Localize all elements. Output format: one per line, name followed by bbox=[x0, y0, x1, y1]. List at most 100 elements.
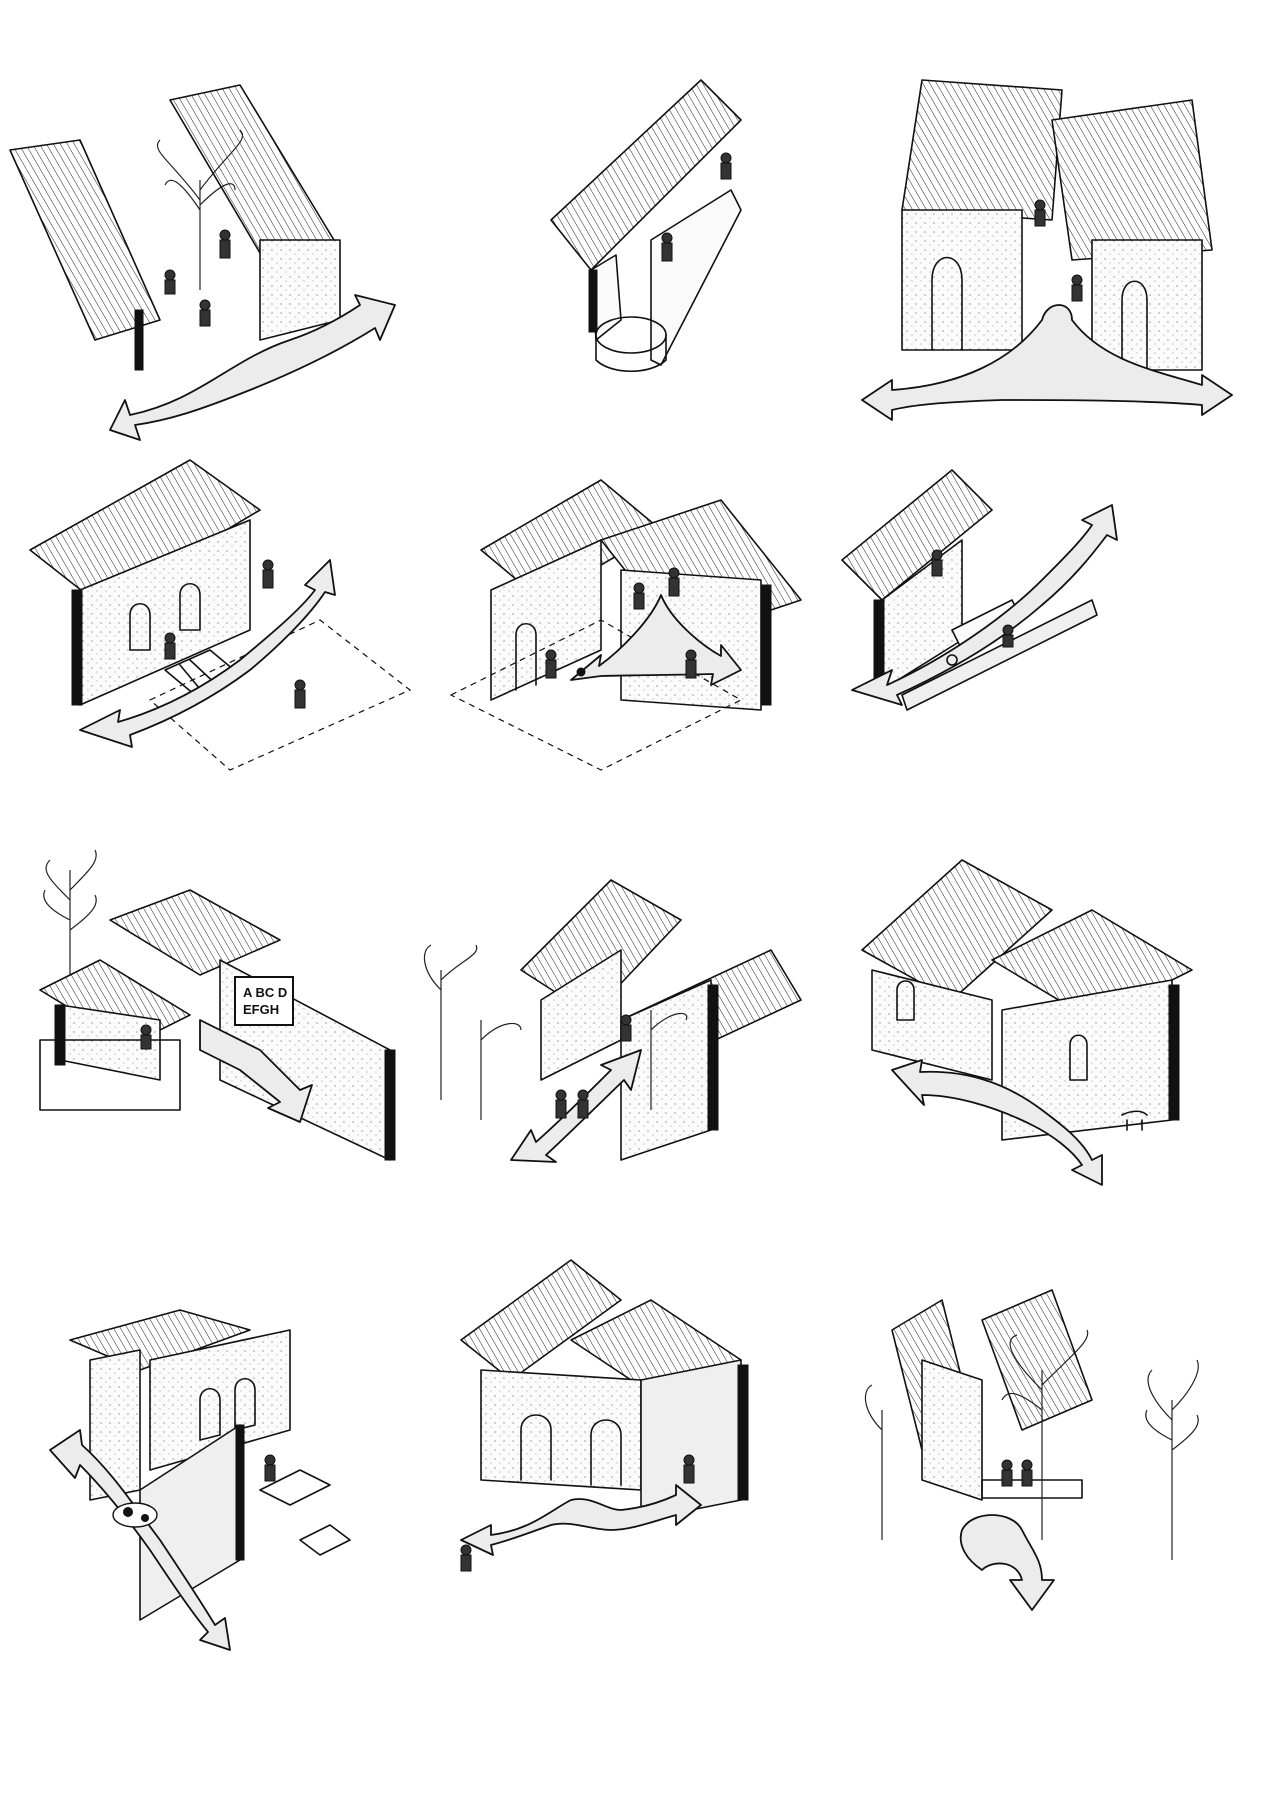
banana-tree-right bbox=[650, 1010, 688, 1110]
wall-edge bbox=[707, 984, 719, 1131]
flow-arrow bbox=[510, 1049, 642, 1163]
panel-cow-and-tables bbox=[0, 1240, 421, 1690]
panel-hopscotch-yard bbox=[0, 440, 421, 890]
child-figure-4 bbox=[685, 649, 697, 679]
shelves bbox=[39, 1039, 181, 1111]
child-figure-2 bbox=[1002, 624, 1014, 648]
banana-trees-left bbox=[423, 944, 522, 1120]
tree bbox=[43, 849, 97, 1010]
long-wall-edge bbox=[384, 1049, 396, 1161]
child-figure-1 bbox=[931, 549, 943, 577]
shelf-niches bbox=[199, 1377, 256, 1441]
ball bbox=[576, 667, 586, 677]
flow-arrow bbox=[109, 294, 396, 441]
wall-edge bbox=[588, 269, 598, 333]
flow-arrow bbox=[79, 559, 336, 748]
child-figure-2 bbox=[683, 1454, 695, 1484]
yard-outline bbox=[449, 619, 743, 771]
roof bbox=[841, 469, 993, 601]
child-figure-1 bbox=[555, 1089, 567, 1119]
child-figure-1 bbox=[262, 559, 274, 589]
board-text-line2: EFGH bbox=[243, 1002, 279, 1017]
flow-arrow bbox=[199, 1019, 313, 1123]
child-figure-3 bbox=[545, 649, 557, 679]
child-figure-2 bbox=[1071, 274, 1083, 302]
child-figure-1 bbox=[1034, 199, 1046, 227]
dog bbox=[1121, 1110, 1148, 1131]
wall-edge bbox=[134, 309, 144, 371]
child-figure-1 bbox=[1001, 1459, 1013, 1487]
panel-play-yard bbox=[421, 440, 842, 890]
gateway-wall bbox=[480, 1369, 642, 1491]
roof-left bbox=[460, 1259, 622, 1381]
roof-right bbox=[981, 1289, 1093, 1431]
roof-left bbox=[901, 79, 1063, 221]
well-body bbox=[595, 334, 667, 373]
flow-arrow bbox=[460, 1484, 702, 1556]
child-figure-3 bbox=[199, 299, 211, 327]
wall-edge bbox=[737, 1364, 749, 1501]
house-left-wall bbox=[490, 539, 602, 701]
child-figure-1 bbox=[668, 567, 680, 597]
child-figure-1 bbox=[661, 232, 673, 262]
panel-bench-trees bbox=[842, 1240, 1263, 1690]
child-figure-1 bbox=[460, 1544, 472, 1572]
flow-arrow bbox=[861, 304, 1233, 421]
child-figure-1 bbox=[164, 269, 176, 295]
banana-tree-left bbox=[864, 1384, 883, 1540]
tree bbox=[1145, 1359, 1199, 1560]
panel-classroom-board: A BC D EFGH bbox=[0, 840, 421, 1290]
cow bbox=[112, 1502, 158, 1528]
house-wall bbox=[921, 1359, 983, 1501]
child-figure-2 bbox=[1021, 1459, 1033, 1487]
roof-left bbox=[9, 139, 161, 341]
child-figure-2 bbox=[633, 582, 645, 610]
roof-right bbox=[1051, 99, 1213, 261]
ramp-wall bbox=[650, 189, 742, 366]
flow-arrow bbox=[851, 504, 1118, 706]
wall-edge bbox=[1168, 984, 1180, 1121]
arch-door-right bbox=[1121, 280, 1148, 371]
panel-well-and-ramp bbox=[421, 40, 842, 490]
child-figure-2 bbox=[219, 229, 231, 259]
flow-arrow bbox=[891, 1059, 1103, 1186]
window-right bbox=[1069, 1034, 1088, 1081]
tables bbox=[259, 1469, 351, 1556]
child-figure-1 bbox=[140, 1024, 152, 1050]
wall-edge bbox=[71, 589, 83, 706]
child-figure-2 bbox=[164, 632, 176, 660]
panel-twin-arched-houses bbox=[842, 40, 1263, 490]
child-figure-2 bbox=[720, 152, 732, 180]
child-figure-3 bbox=[620, 1014, 632, 1042]
banana-tree bbox=[1001, 1329, 1089, 1540]
panel-chicken-path bbox=[841, 440, 1263, 890]
arch-door-left bbox=[931, 256, 963, 351]
roof-back bbox=[109, 889, 281, 976]
panel-banana-grove-passage bbox=[421, 840, 842, 1290]
child-figure-1 bbox=[264, 1454, 276, 1482]
panel-arched-gateway bbox=[421, 1240, 842, 1690]
board-text-line1: A BC D bbox=[243, 985, 287, 1000]
wall-edge bbox=[760, 584, 772, 706]
child-figure-3 bbox=[294, 679, 306, 709]
roof bbox=[29, 459, 261, 606]
arched-openings bbox=[520, 1414, 622, 1486]
arch-door bbox=[515, 622, 537, 691]
chalkboard: A BC D EFGH bbox=[234, 976, 294, 1026]
banana-tree bbox=[156, 129, 244, 290]
wall-edge bbox=[235, 1424, 245, 1561]
flow-arrow bbox=[570, 594, 742, 686]
roof bbox=[550, 79, 742, 271]
window-left bbox=[896, 980, 915, 1021]
wall-edge bbox=[54, 1004, 66, 1066]
window-right bbox=[179, 582, 201, 631]
chicken bbox=[946, 654, 958, 666]
window-left bbox=[129, 602, 151, 651]
panel-courtyard-banana-tree bbox=[0, 40, 421, 490]
flow-arrow bbox=[959, 1514, 1055, 1611]
ramp-wall bbox=[901, 599, 1098, 711]
panel-window-dog bbox=[842, 840, 1263, 1290]
child-figure-2 bbox=[577, 1089, 589, 1119]
house-left-wall bbox=[871, 969, 993, 1081]
